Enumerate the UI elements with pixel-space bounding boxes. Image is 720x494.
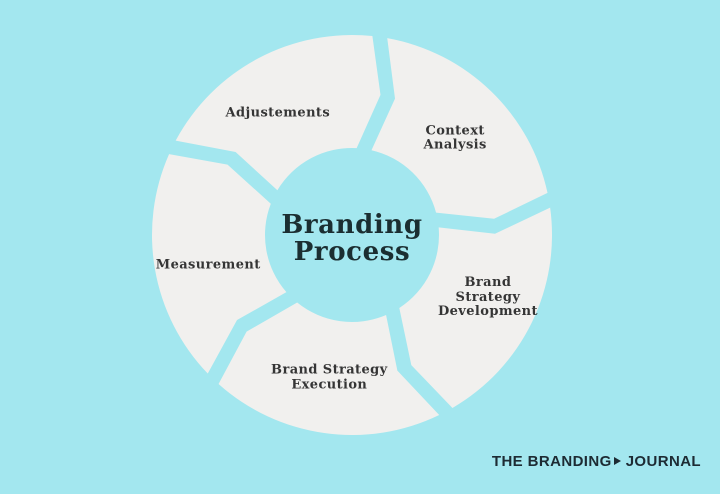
segment-adjustements: [175, 34, 381, 191]
logo-text-journal: JOURNAL: [625, 452, 701, 470]
logo-arrow-icon: [613, 457, 621, 465]
brand-logo: THE BRANDING JOURNAL: [492, 452, 701, 470]
diagram-title: Branding Process: [281, 210, 423, 267]
segment-brand-strategy-development: [399, 207, 553, 408]
segment-measurement: [151, 154, 287, 374]
logo-text-the-branding: THE BRANDING: [491, 452, 612, 470]
segment-context-analysis: [371, 38, 548, 219]
segment-brand-strategy-execution: [218, 302, 440, 436]
